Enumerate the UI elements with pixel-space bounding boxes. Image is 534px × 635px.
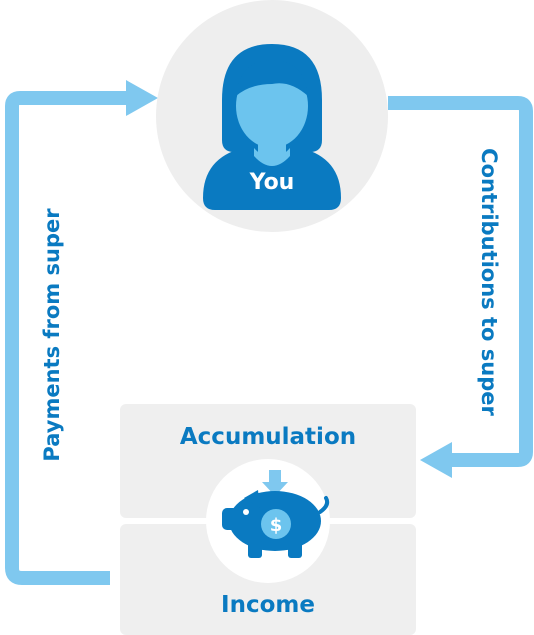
person-label: You [249, 170, 295, 195]
piggy-dollar-symbol: $ [270, 515, 283, 536]
accumulation-label: Accumulation [180, 424, 356, 450]
left-arrowhead-icon [126, 80, 158, 116]
contributions-label: Contributions to super [477, 148, 501, 416]
contributions-flow-arrow [388, 96, 533, 478]
right-arrowhead-icon [420, 442, 452, 478]
income-label: Income [221, 592, 315, 618]
payments-flow-arrow [5, 80, 158, 585]
payments-label: Payments from super [40, 208, 64, 462]
person-node: You [156, 0, 388, 232]
piggy-bank-dollar-icon: $ [206, 459, 330, 583]
person-icon [203, 44, 341, 210]
